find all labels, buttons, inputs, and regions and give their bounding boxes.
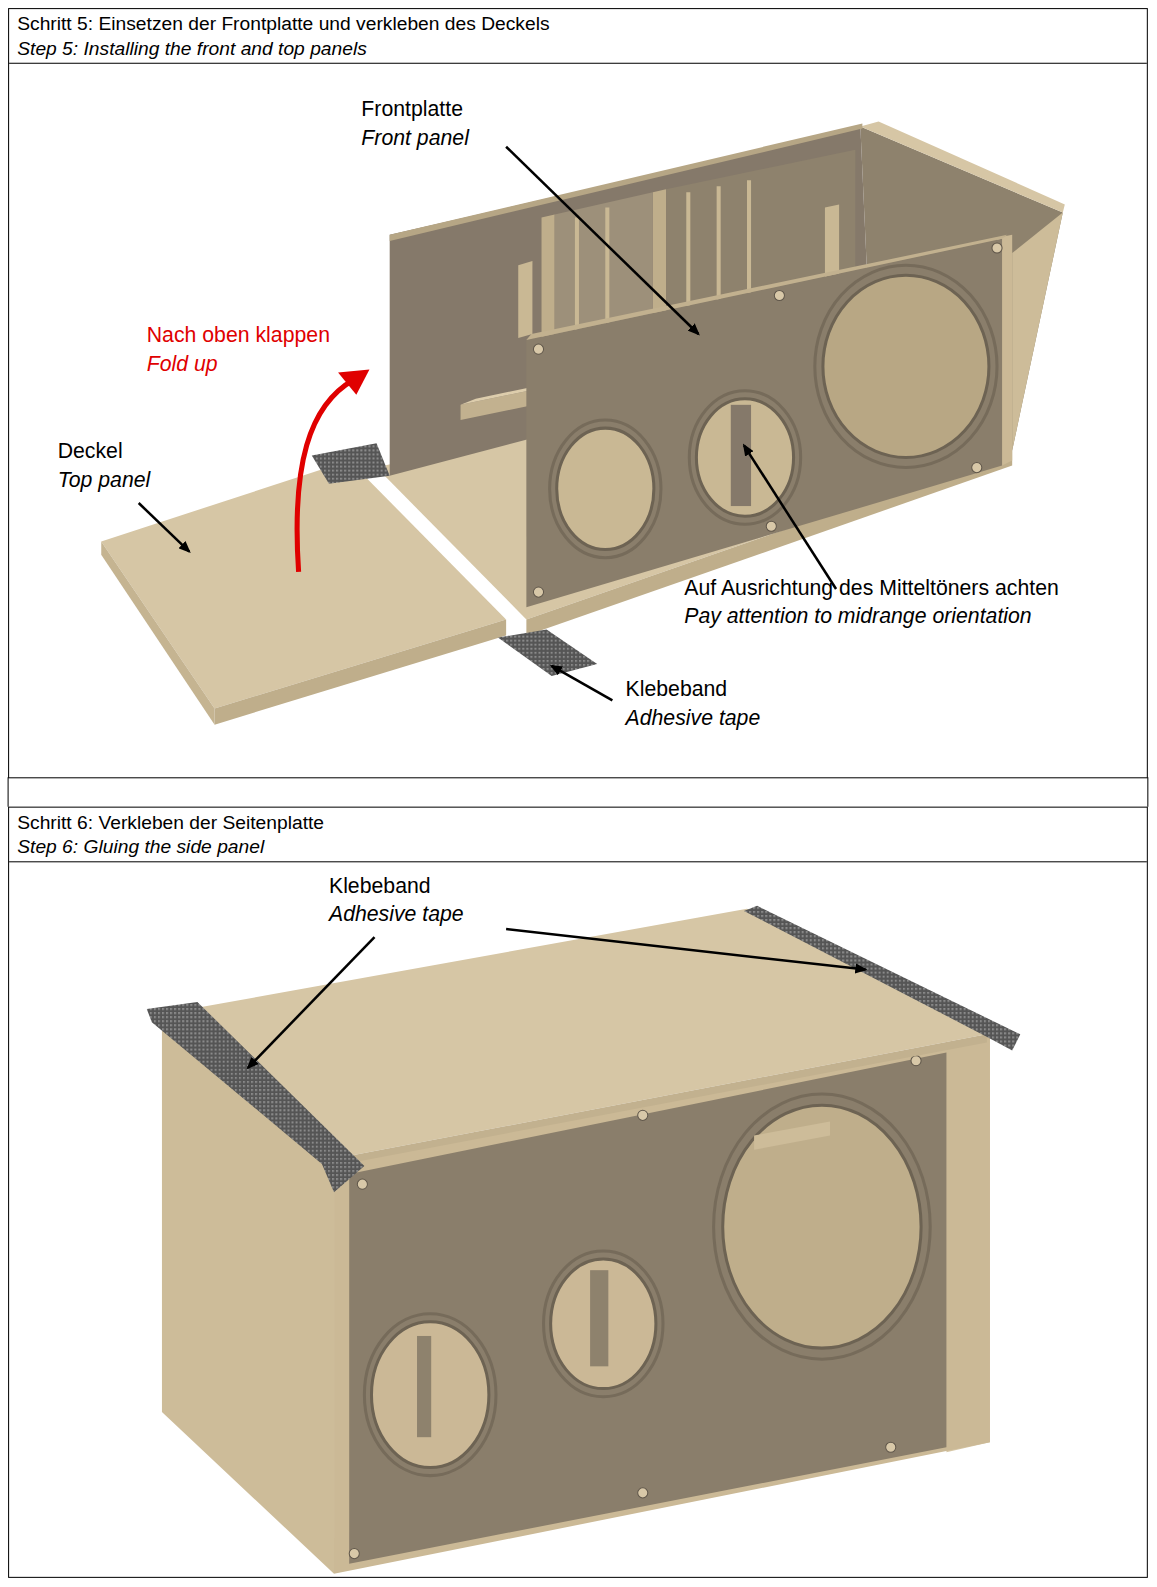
- step-heading: Schritt 5: Einsetzen der Frontplatte und…: [17, 12, 1139, 36]
- part-label: Adhesive tape: [329, 901, 464, 927]
- part-label: Klebeband: [626, 676, 728, 702]
- step5-drawing: [101, 121, 1065, 724]
- part-label: Pay attention to midrange orientation: [684, 603, 1031, 629]
- step6-drawing: [147, 906, 1021, 1574]
- part-label: Deckel: [58, 438, 123, 464]
- part-label: Auf Ausrichtung des Mitteltöners achten: [684, 575, 1059, 601]
- part-label: Adhesive tape: [626, 704, 761, 730]
- step-panel: Schritt 5: Einsetzen der Frontplatte und…: [8, 8, 1148, 778]
- part-label: Top panel: [58, 467, 151, 493]
- step-heading: Schritt 6: Verkleben der Seitenplatte: [17, 811, 1139, 835]
- step-heading-translation: Step 5: Installing the front and top pan…: [17, 36, 1139, 60]
- part-label: Fold up: [147, 351, 218, 377]
- part-label: Front panel: [361, 124, 469, 150]
- panel-header: Schritt 6: Verkleben der SeitenplatteSte…: [9, 808, 1147, 863]
- frame-line: [1147, 777, 1148, 806]
- frame-line: [8, 777, 9, 806]
- part-label: Nach oben klappen: [147, 322, 330, 348]
- step-panel: Schritt 6: Verkleben der SeitenplatteSte…: [8, 807, 1148, 1578]
- part-label: Frontplatte: [361, 96, 463, 122]
- step-heading-translation: Step 6: Gluing the side panel: [17, 835, 1139, 859]
- panel-header: Schritt 5: Einsetzen der Frontplatte und…: [9, 9, 1147, 64]
- part-label: Klebeband: [329, 872, 431, 898]
